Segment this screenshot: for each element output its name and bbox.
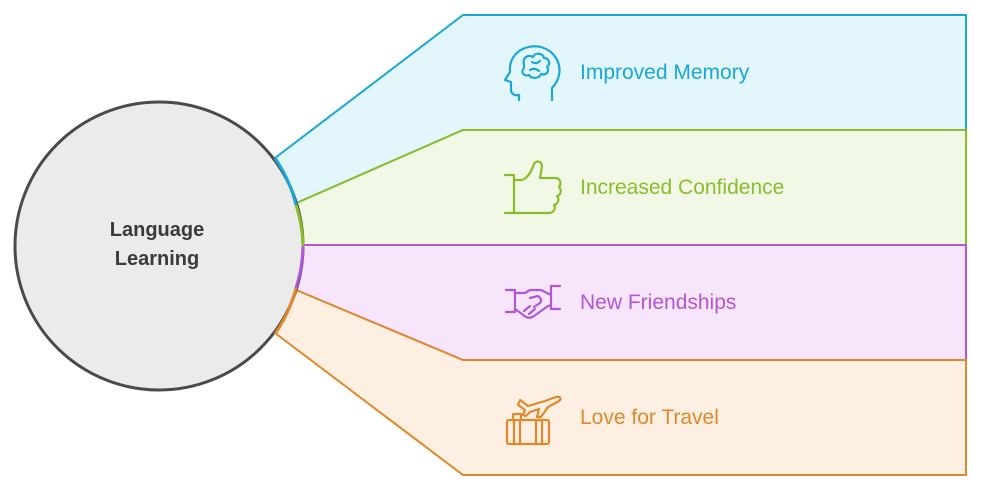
arc-friendships xyxy=(294,245,305,289)
benefit-label-improved-memory: Improved Memory xyxy=(580,61,750,84)
benefit-label-new-friendships: New Friendships xyxy=(580,291,737,314)
benefit-label-love-for-travel: Love for Travel xyxy=(580,406,719,429)
thumbs-up-icon xyxy=(503,160,562,215)
center-label-line1: Language xyxy=(109,219,205,241)
plane-luggage-icon xyxy=(505,395,562,446)
handshake-icon xyxy=(504,284,562,319)
arc-memory xyxy=(273,157,298,206)
brain-head-icon xyxy=(503,45,561,102)
benefit-label-increased-confidence: Increased Confidence xyxy=(580,176,785,199)
center-label-line2: Learning xyxy=(114,248,200,270)
arc-confidence xyxy=(294,204,305,247)
arc-travel xyxy=(273,287,298,335)
center-label: Language Learning xyxy=(52,216,262,274)
